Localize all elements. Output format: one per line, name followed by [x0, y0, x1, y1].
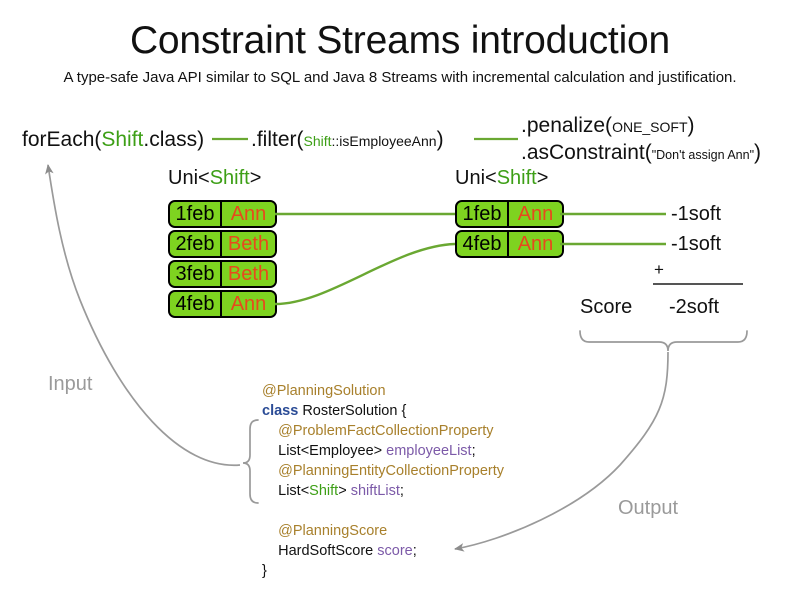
penalty-score-2: -1soft: [671, 233, 722, 255]
shift-date-cell: 3feb: [170, 262, 222, 286]
terminal-expression: .penalize(ONE_SOFT) .asConstraint("Don't…: [521, 113, 761, 168]
as-constraint-prefix: .asConstraint(: [521, 141, 652, 164]
code-token: RosterSolution {: [298, 403, 407, 419]
code-line: [262, 501, 504, 521]
shift-employee-cell: Ann: [509, 232, 562, 256]
shift-date-cell: 1feb: [457, 202, 509, 226]
filter-prefix: .filter(: [251, 128, 304, 151]
code-token: Shift: [309, 483, 339, 499]
code-line: }: [262, 561, 504, 581]
shift-date-cell: 4feb: [457, 232, 509, 256]
penalize-line: .penalize(ONE_SOFT): [521, 113, 761, 140]
plus-sign: +: [654, 260, 664, 279]
shift-employee-cell: Ann: [509, 202, 562, 226]
code-token: @PlanningScore: [278, 523, 388, 539]
page-title: Constraint Streams introduction: [129, 19, 671, 62]
code-line: @PlanningEntityCollectionProperty: [262, 461, 504, 481]
code-token: ;: [399, 483, 404, 499]
shift-date-cell: 2feb: [170, 232, 222, 256]
code-token: shiftList: [350, 483, 400, 499]
table-row: 4feb Ann: [455, 230, 564, 258]
filter-method: ::isEmployeeAnn: [331, 133, 437, 149]
stream-line-4feb: [274, 242, 456, 306]
score-total: -2soft: [669, 296, 720, 318]
code-line: @PlanningScore: [262, 521, 504, 541]
shift-employee-cell: Ann: [222, 292, 275, 316]
code-token: List<Employee>: [278, 443, 387, 459]
table-row: 4feb Ann: [168, 290, 277, 318]
code-token: [262, 503, 266, 519]
code-line: List<Employee> employeeList;: [262, 441, 504, 461]
input-caption: Input: [48, 373, 93, 395]
code-line: HardSoftScore score;: [262, 541, 504, 561]
filter-suffix: ): [436, 128, 444, 151]
foreach-prefix: forEach(: [22, 128, 102, 151]
score-label: Score: [580, 296, 633, 318]
as-constraint-suffix: ): [754, 141, 762, 164]
code-token: employeeList: [386, 443, 472, 459]
uni-left-prefix: Uni<: [168, 167, 210, 189]
shift-employee-cell: Beth: [222, 232, 275, 256]
shift-date-cell: 1feb: [170, 202, 222, 226]
uni-right-prefix: Uni<: [455, 167, 497, 189]
table-row: 2feb Beth: [168, 230, 277, 258]
foreach-type: Shift: [101, 128, 144, 151]
code-token: @PlanningSolution: [262, 383, 386, 399]
uni-left-type: Shift: [209, 167, 250, 189]
output-caption: Output: [618, 497, 679, 519]
filter-expression: .filter(Shift::isEmployeeAnn): [251, 128, 444, 153]
code-fields-brace: [242, 419, 259, 504]
shift-date-cell: 4feb: [170, 292, 222, 316]
code-token: HardSoftScore: [278, 543, 378, 559]
as-constraint-line: .asConstraint("Don't assign Ann"): [521, 140, 761, 168]
foreach-expression: forEach(Shift.class): [22, 128, 204, 152]
filter-type: Shift: [303, 133, 332, 149]
as-constraint-arg: "Don't assign Ann": [651, 148, 755, 162]
code-token: ;: [471, 443, 476, 459]
code-token: class: [262, 403, 299, 419]
foreach-suffix: .class): [143, 128, 205, 151]
code-token: >: [338, 483, 351, 499]
shift-employee-cell: Beth: [222, 262, 275, 286]
code-token: }: [262, 563, 267, 579]
code-line: class RosterSolution {: [262, 401, 504, 421]
code-token: List<: [278, 483, 310, 499]
code-token: score: [377, 543, 413, 559]
uni-shift-label-right: Uni<Shift>: [455, 167, 548, 189]
penalty-score-1: -1soft: [671, 203, 722, 225]
code-token: @PlanningEntityCollectionProperty: [278, 463, 505, 479]
sum-rule-line: [653, 283, 743, 285]
page-subtitle: A type-safe Java API similar to SQL and …: [63, 69, 737, 86]
code-token: @ProblemFactCollectionProperty: [278, 423, 494, 439]
code-token: ;: [412, 543, 417, 559]
table-row: 1feb Ann: [455, 200, 564, 228]
code-line: List<Shift> shiftList;: [262, 481, 504, 501]
table-row: 3feb Beth: [168, 260, 277, 288]
code-line: @ProblemFactCollectionProperty: [262, 421, 504, 441]
score-brace: [579, 330, 748, 352]
uni-right-type: Shift: [496, 167, 537, 189]
table-row: 1feb Ann: [168, 200, 277, 228]
uni-shift-label-left: Uni<Shift>: [168, 167, 261, 189]
code-line: @PlanningSolution: [262, 381, 504, 401]
shift-employee-cell: Ann: [222, 202, 275, 226]
penalize-arg: ONE_SOFT: [612, 119, 688, 135]
penalize-prefix: .penalize(: [521, 114, 613, 137]
uni-right-suffix: >: [536, 167, 549, 189]
uni-left-suffix: >: [249, 167, 262, 189]
penalize-suffix: ): [687, 114, 695, 137]
